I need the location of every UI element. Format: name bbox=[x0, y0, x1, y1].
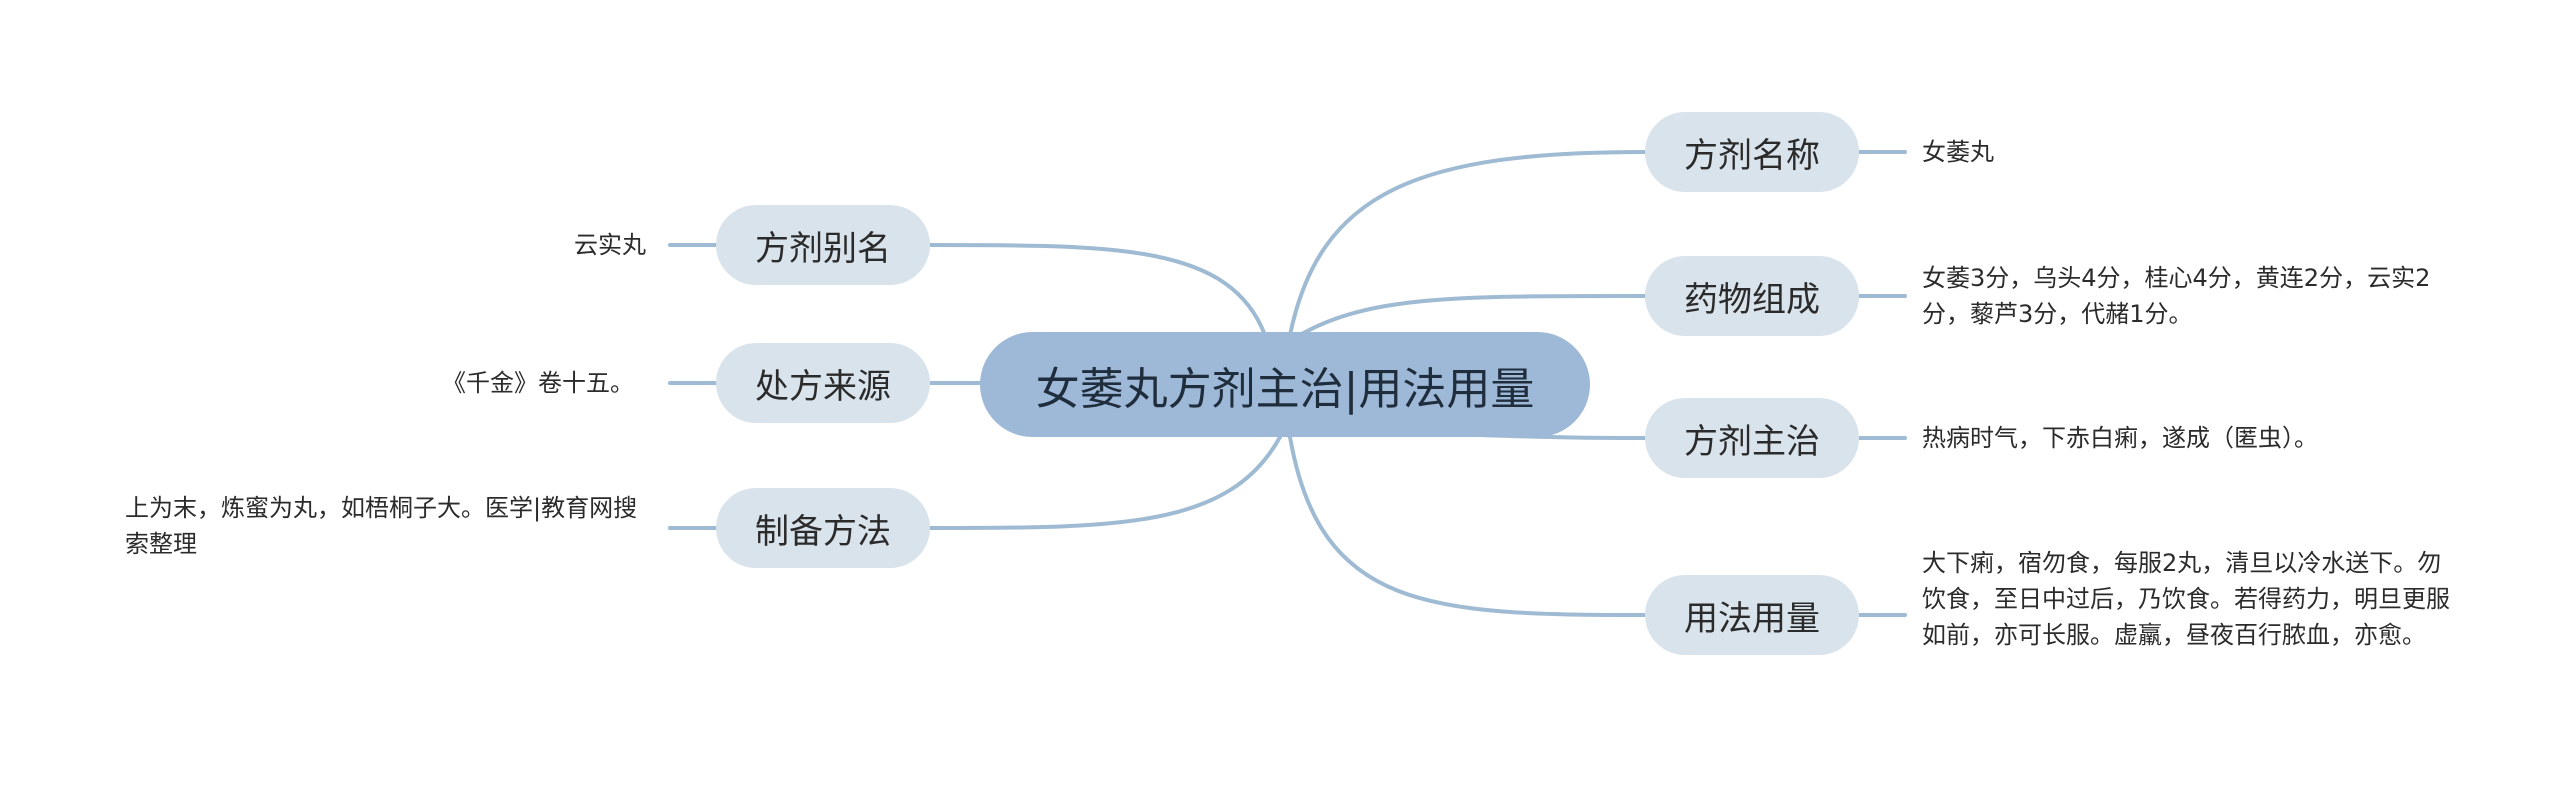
central-topic[interactable]: 女萎丸方剂主治|用法用量 bbox=[980, 332, 1590, 437]
branch-preparation[interactable]: 制备方法 bbox=[716, 488, 930, 568]
leaf-alias: 云实丸 bbox=[574, 231, 646, 259]
branch-prescription-name[interactable]: 方剂名称 bbox=[1645, 112, 1859, 192]
branch-source[interactable]: 处方来源 bbox=[716, 343, 930, 423]
branch-indication[interactable]: 方剂主治 bbox=[1645, 398, 1859, 478]
leaf-preparation: 上为末，炼蜜为丸，如梧桐子大。医学|教育网搜索整理 bbox=[125, 494, 638, 558]
edge-center-to-alias bbox=[928, 243, 1267, 337]
edge-center-to-preparation bbox=[928, 435, 1282, 530]
branch-composition[interactable]: 药物组成 bbox=[1645, 256, 1859, 336]
leaf-usage-dosage: 大下痢，宿勿食，每服2丸，清旦以冷水送下。勿饮食，至日中过后，乃饮食。若得药力，… bbox=[1922, 549, 2450, 649]
leaf-composition: 女萎3分，乌头4分，桂心4分，黄连2分，云实2分，藜芦3分，代赭1分。 bbox=[1922, 264, 2431, 328]
branch-usage-dosage[interactable]: 用法用量 bbox=[1645, 575, 1859, 655]
leaf-prescription-name: 女萎丸 bbox=[1922, 138, 1994, 166]
leaf-source: 《千金》卷十五。 bbox=[442, 369, 634, 397]
edge-center-to-usage bbox=[1288, 435, 1647, 617]
edge-center-to-composition bbox=[1298, 293, 1647, 337]
leaf-indication: 热病时气，下赤白痢，遂成（匿虫）。 bbox=[1922, 424, 2318, 452]
branch-alias[interactable]: 方剂别名 bbox=[716, 205, 930, 285]
edge-center-to-name bbox=[1288, 150, 1647, 337]
